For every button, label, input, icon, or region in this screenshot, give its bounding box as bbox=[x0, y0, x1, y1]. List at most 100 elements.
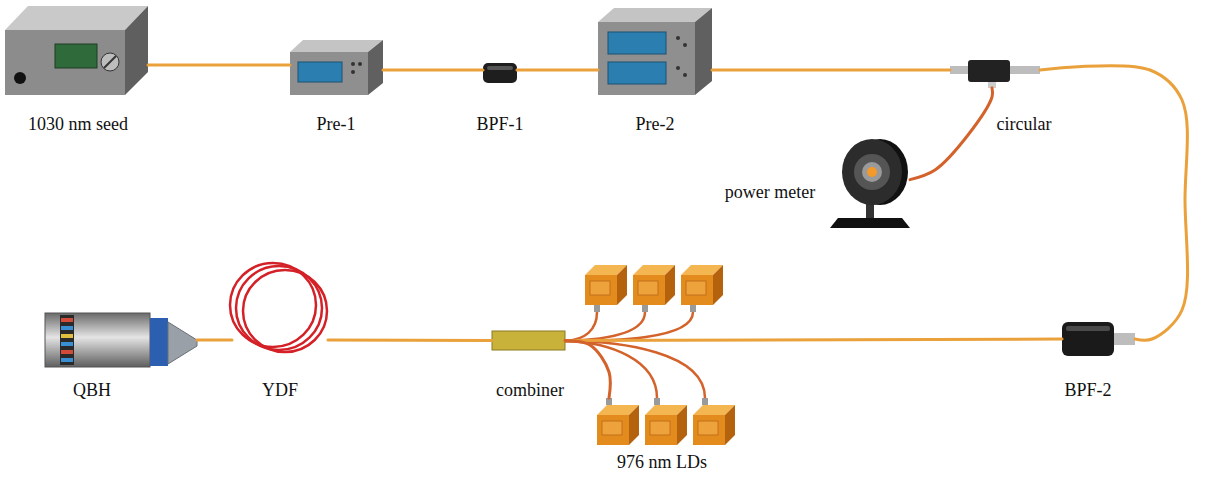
optical-fiber bbox=[148, 64, 290, 67]
qbh-connector-part bbox=[150, 318, 168, 366]
pump-diode bbox=[585, 265, 735, 445]
optical-component: circular bbox=[950, 60, 1040, 88]
circulator-part bbox=[950, 66, 968, 74]
optical-component: Pre-2 bbox=[598, 8, 712, 95]
power-meter-part bbox=[842, 139, 902, 205]
seed-laser-box-part bbox=[5, 30, 125, 95]
bandpass-filter-part bbox=[1062, 322, 1114, 356]
qbh-connector-part bbox=[61, 334, 73, 338]
optical-component: 1030 nm seed bbox=[5, 5, 148, 95]
bandpass-filter bbox=[1062, 322, 1135, 356]
optical-fiber bbox=[1040, 66, 1188, 340]
bandpass-filter-part bbox=[487, 66, 513, 70]
optical-component: combiner bbox=[492, 331, 565, 350]
preamplifier-box-part bbox=[298, 62, 342, 82]
fiber-coil-part bbox=[243, 270, 327, 352]
preamplifier-box-part bbox=[608, 62, 666, 84]
qbh-connector bbox=[45, 313, 197, 367]
preamplifier-box-part bbox=[608, 32, 666, 54]
bandpass-filter-part bbox=[483, 63, 517, 83]
seed-laser-box-part bbox=[14, 72, 26, 84]
preamplifier-box-part bbox=[351, 70, 355, 74]
power-meter-part bbox=[867, 167, 877, 177]
seed-laser-box bbox=[5, 6, 148, 95]
component-label: BPF-2 bbox=[1064, 380, 1111, 400]
preamplifier-box-part bbox=[358, 62, 362, 66]
component-label: YDF bbox=[262, 380, 298, 400]
qbh-connector-part bbox=[168, 322, 197, 364]
circulator-part bbox=[968, 60, 1010, 82]
qbh-connector-part bbox=[61, 350, 73, 354]
optical-fiber bbox=[565, 341, 610, 399]
pump-fiber-part bbox=[565, 312, 645, 341]
preamplifier-box-part bbox=[676, 66, 680, 70]
pump-diode-part bbox=[681, 265, 723, 305]
pump-combiner-part bbox=[492, 331, 565, 350]
preamplifier-box-part bbox=[683, 73, 687, 77]
pump-diode-part bbox=[654, 398, 660, 405]
component-label: circular bbox=[997, 114, 1052, 134]
qbh-connector-part bbox=[45, 313, 150, 367]
optical-fiber bbox=[910, 88, 993, 180]
power-meter-part bbox=[862, 162, 882, 182]
pump-diode-part bbox=[693, 405, 735, 445]
optical-fiber bbox=[383, 68, 483, 71]
pump-diode-part bbox=[645, 405, 687, 445]
optical-component: Pre-1 bbox=[290, 40, 383, 95]
pump-fiber-part bbox=[565, 312, 597, 341]
preamplifier-box-part bbox=[695, 8, 712, 95]
bandpass-filter-part bbox=[1114, 333, 1135, 345]
qbh-connector-part bbox=[61, 318, 73, 322]
optical-component: power meter bbox=[832, 135, 910, 228]
qbh-connector-part bbox=[61, 326, 73, 330]
pump-combiner bbox=[492, 331, 565, 350]
circulator bbox=[950, 60, 1040, 88]
seed-laser-box-part bbox=[125, 6, 148, 95]
seed-laser-box-part bbox=[101, 53, 119, 71]
pump-diode-part bbox=[585, 265, 627, 305]
component-label: combiner bbox=[496, 380, 564, 400]
seed-laser-box-part bbox=[55, 44, 97, 68]
preamplifier-box-part bbox=[290, 40, 383, 52]
preamplifier-box-part bbox=[683, 43, 687, 47]
optical-component: QBH bbox=[45, 313, 197, 367]
pump-diode-part bbox=[702, 398, 708, 405]
preamplifier-box bbox=[598, 8, 712, 95]
optical-fiber bbox=[565, 339, 1062, 341]
bandpass-filter bbox=[483, 63, 517, 83]
component-label: QBH bbox=[73, 380, 111, 400]
qbh-connector-part bbox=[61, 358, 73, 362]
pump-diode-part bbox=[633, 265, 675, 305]
preamplifier-box-part bbox=[368, 40, 383, 95]
pump-fiber-part bbox=[565, 312, 693, 341]
bandpass-filter-part bbox=[1066, 326, 1110, 331]
fiber-coil bbox=[230, 263, 327, 352]
seed-laser-box-part bbox=[5, 6, 148, 30]
pump-diode-part bbox=[594, 305, 600, 312]
pump-fiber bbox=[565, 312, 705, 398]
pump-diode-part bbox=[597, 405, 639, 445]
component-label: Pre-1 bbox=[317, 114, 356, 134]
preamplifier-box-part bbox=[598, 22, 695, 95]
component-label: Pre-2 bbox=[636, 114, 675, 134]
preamplifier-box bbox=[290, 40, 383, 95]
optical-fiber bbox=[197, 339, 232, 342]
power-meter bbox=[830, 139, 910, 228]
preamplifier-box-part bbox=[598, 8, 712, 22]
pump-diode-part bbox=[690, 305, 696, 312]
power-meter-part bbox=[830, 218, 910, 228]
optical-component: BPF-1 bbox=[483, 63, 517, 83]
preamplifier-box-part bbox=[290, 52, 368, 95]
optical-component: BPF-2 bbox=[1062, 322, 1135, 356]
optical-component: 976 nm LDs bbox=[597, 398, 735, 445]
qbh-connector-part bbox=[60, 315, 74, 365]
optical-fiber bbox=[328, 339, 492, 342]
power-meter-part bbox=[854, 154, 890, 190]
optical-component: YDF bbox=[232, 262, 328, 354]
component-label: power meter bbox=[725, 182, 815, 202]
pump-diode-part bbox=[642, 305, 648, 312]
